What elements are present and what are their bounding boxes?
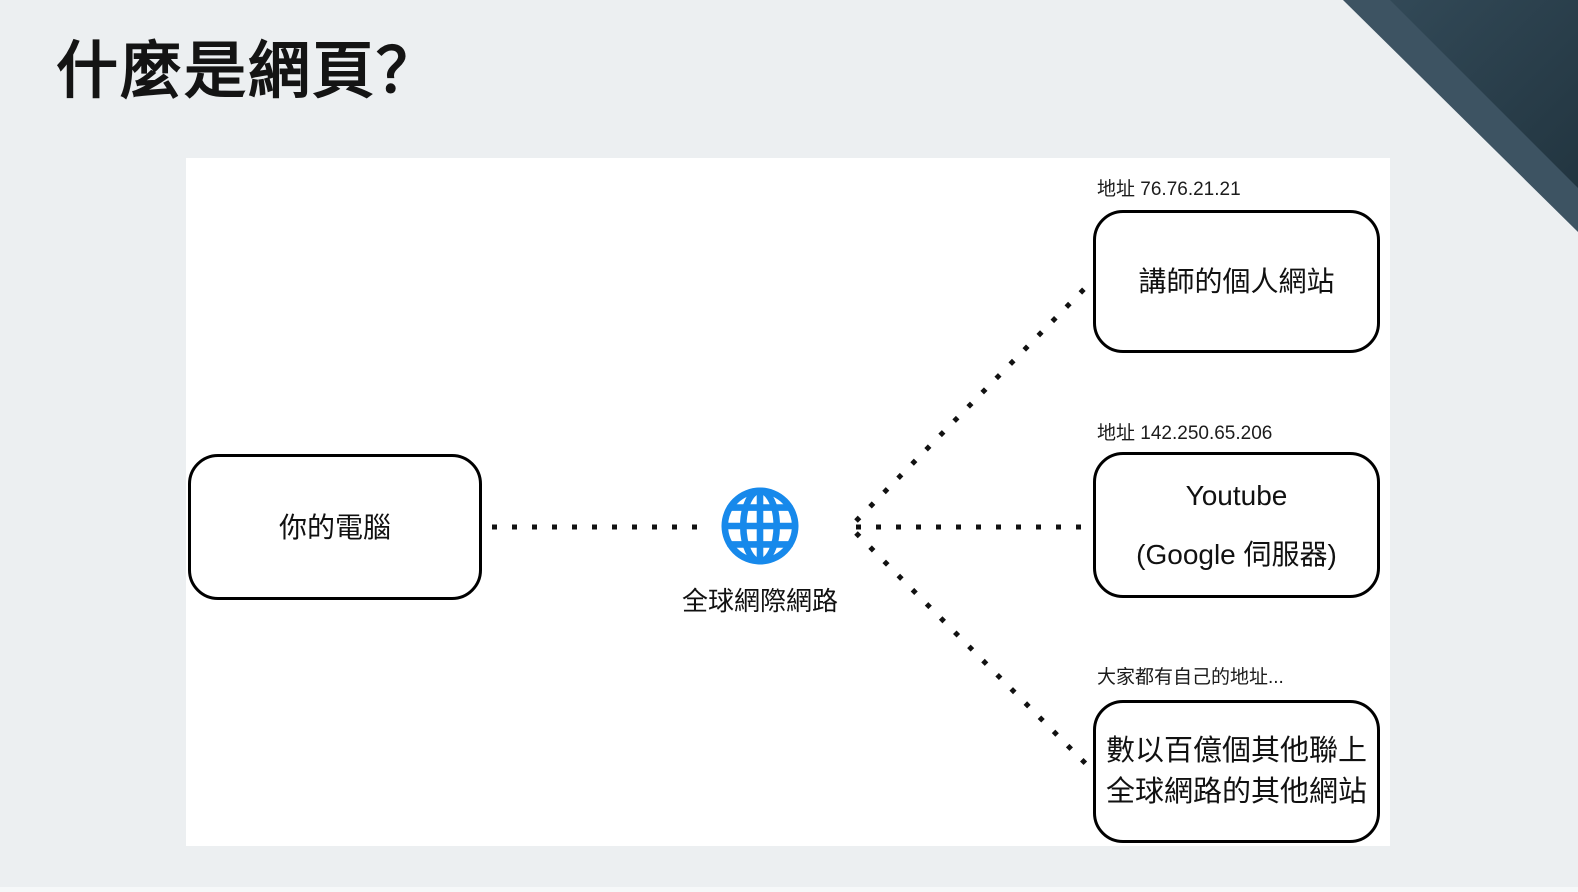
address-label-other-sites: 大家都有自己的地址... xyxy=(1097,667,1284,688)
address-label-instructor-site: 地址 76.76.21.21 xyxy=(1097,179,1241,200)
slide-bottom-edge xyxy=(0,887,1578,892)
connector-layer xyxy=(492,280,1093,771)
node-youtube-label-line2: (Google 伺服器) xyxy=(1136,539,1337,570)
node-instructor-site-label: 講師的個人網站 xyxy=(1138,266,1335,297)
slide-title: 什麼是網頁？ xyxy=(56,37,441,106)
address-label-youtube: 地址 142.250.65.206 xyxy=(1097,423,1273,444)
corner-decoration xyxy=(1343,0,1578,232)
dotted-connector-internet-server3 xyxy=(854,531,1093,771)
node-your-computer-label: 你的電腦 xyxy=(278,511,391,543)
node-your-computer: 你的電腦 xyxy=(188,454,482,600)
diagram-panel: 你的電腦 全球網際網路 地址 76.76.21.21 講師的個人網站 地址 14… xyxy=(186,158,1390,846)
node-youtube: Youtube (Google 伺服器) xyxy=(1093,452,1380,598)
node-instructor-site: 講師的個人網站 xyxy=(1093,210,1380,353)
internet-label: 全球網際網路 xyxy=(681,586,838,616)
globe-with-meridians-icon xyxy=(721,487,799,565)
node-other-sites: 數以百億個其他聯上 全球網路的其他網站 xyxy=(1093,700,1380,843)
node-other-sites-label-line1: 數以百億個其他聯上 xyxy=(1105,735,1367,768)
dotted-connector-internet-server1 xyxy=(854,280,1093,523)
node-youtube-label-line1: Youtube xyxy=(1185,480,1288,511)
corner-triangle-dark xyxy=(1390,0,1578,188)
node-other-sites-label-line2: 全球網路的其他網站 xyxy=(1105,775,1367,808)
